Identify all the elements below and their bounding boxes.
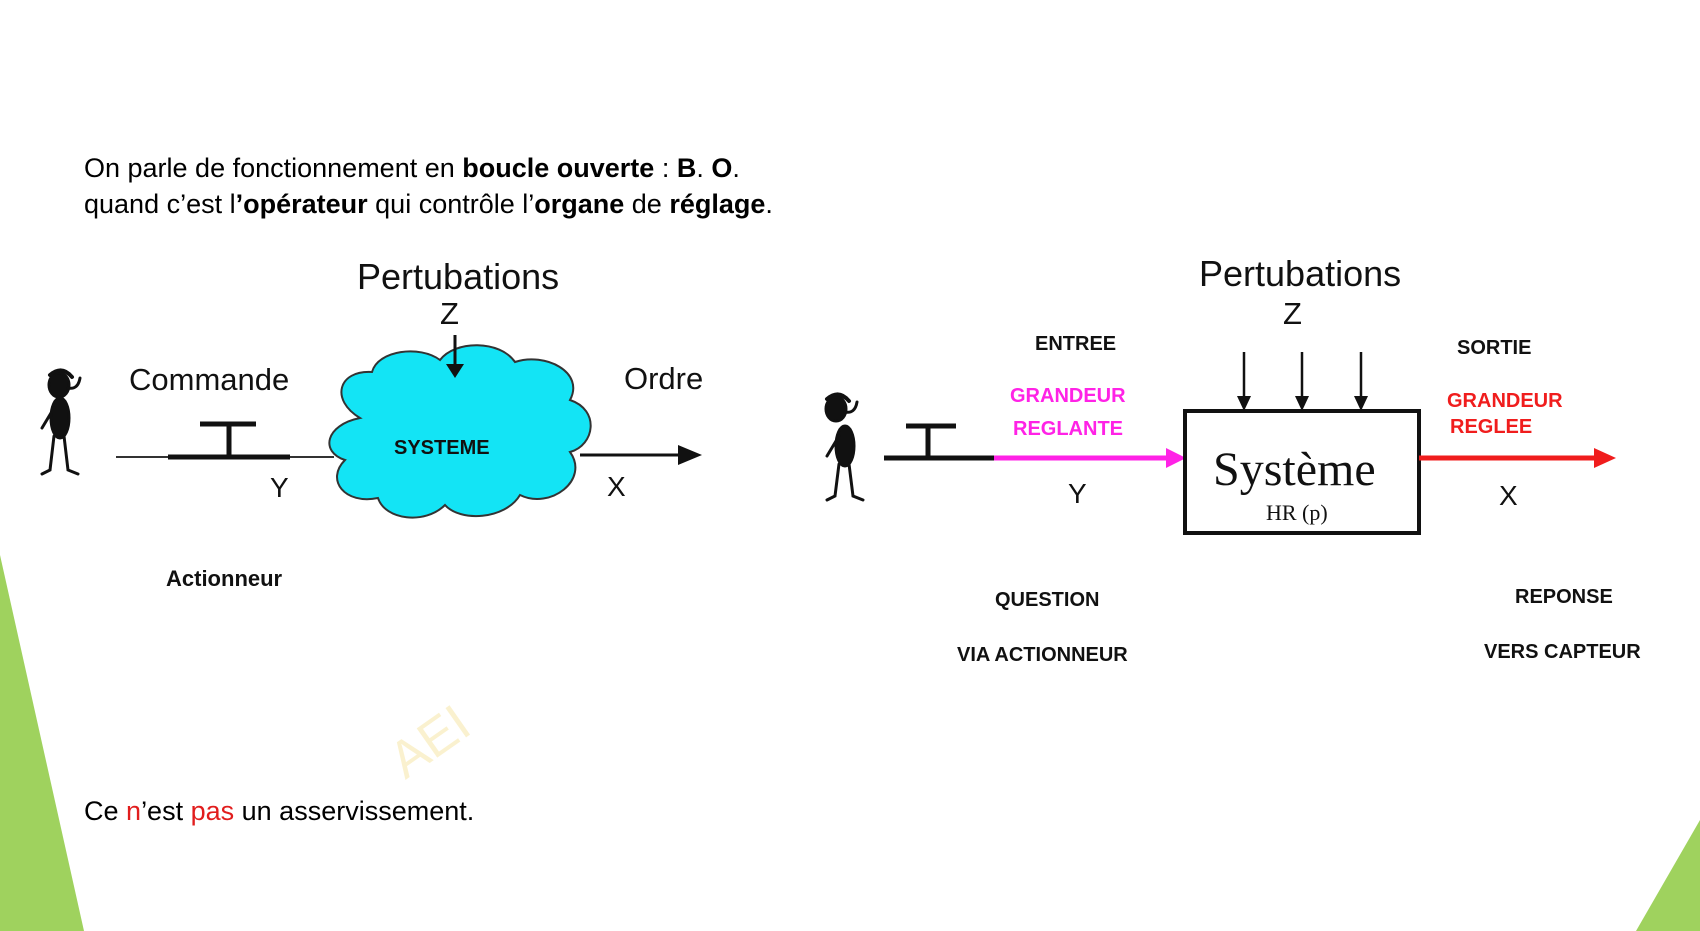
right-output-quantity-1: GRANDEUR xyxy=(1447,390,1563,412)
intro-text: On parle de fonctionnement en boucle ouv… xyxy=(84,150,773,222)
left-order-label: Ordre xyxy=(624,361,704,396)
system-box xyxy=(1183,409,1421,535)
answer-label-2: VERS CAPTEUR xyxy=(1484,641,1641,663)
operator-figure-right xyxy=(824,392,865,502)
left-actuator-label: Actionneur xyxy=(166,566,283,591)
system-transfer-function: HR (p) xyxy=(1266,500,1328,525)
question-label-2: VIA ACTIONNEUR xyxy=(957,644,1128,666)
left-system-label: SYSTEME xyxy=(394,437,490,459)
left-command-label: Commande xyxy=(129,362,290,397)
right-disturbance-var: Z xyxy=(1283,296,1302,331)
question-label-1: QUESTION xyxy=(995,589,1100,611)
right-input-var: Y xyxy=(1068,478,1087,509)
system-cloud xyxy=(328,344,592,519)
conclusion-text: Ce n’est pas un asservissement. xyxy=(84,796,475,826)
intro-line-1: On parle de fonctionnement en boucle ouv… xyxy=(84,153,740,183)
left-disturbance-title: Pertubations xyxy=(357,256,560,297)
right-input-quantity-2: REGLANTE xyxy=(1013,418,1123,440)
right-output-quantity-2: REGLEE xyxy=(1450,416,1533,438)
right-input-quantity-1: GRANDEUR xyxy=(1010,385,1126,407)
right-output-title: SORTIE xyxy=(1457,337,1532,359)
right-input-title: ENTREE xyxy=(1035,333,1117,355)
system-name: Système xyxy=(1213,443,1376,496)
left-input-var: Y xyxy=(270,472,289,503)
right-disturbance-title: Pertubations xyxy=(1199,253,1402,294)
intro-line-2: quand c’est l’opérateur qui contrôle l’o… xyxy=(84,189,773,219)
left-disturbance-var: Z xyxy=(440,296,459,331)
left-output-var: X xyxy=(607,471,626,502)
right-output-var: X xyxy=(1499,480,1518,511)
answer-label-1: REPONSE xyxy=(1515,586,1613,608)
operator-figure-left xyxy=(40,368,82,476)
